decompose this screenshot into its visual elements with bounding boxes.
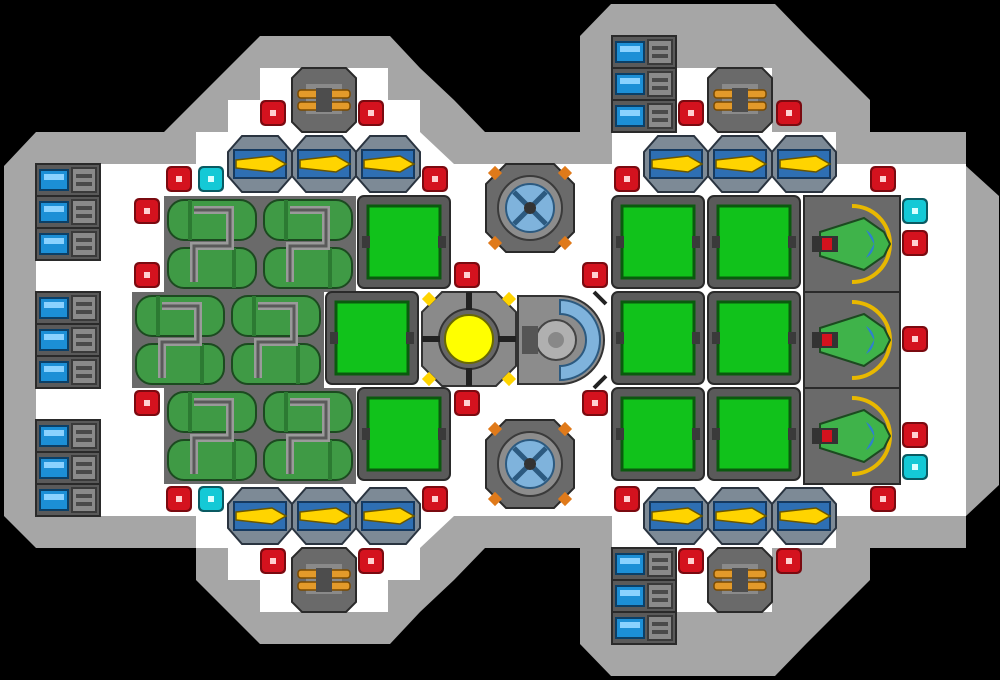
battery-rack-icon[interactable] [35, 323, 101, 357]
missile-launcher-icon[interactable] [771, 487, 837, 545]
red-connector-icon[interactable] [134, 198, 160, 224]
storage-block-icon[interactable] [610, 386, 706, 482]
red-connector-icon[interactable] [678, 100, 704, 126]
battery-rack-icon[interactable] [611, 35, 677, 69]
storage-block-icon[interactable] [356, 386, 452, 482]
red-connector-icon[interactable] [776, 548, 802, 574]
turret-icon[interactable] [291, 67, 357, 133]
red-connector-icon[interactable] [166, 486, 192, 512]
cyan-connector-icon[interactable] [198, 166, 224, 192]
storage-block-icon[interactable] [706, 194, 802, 290]
red-connector-icon[interactable] [902, 422, 928, 448]
battery-rack-icon[interactable] [35, 195, 101, 229]
missile-launcher-icon[interactable] [355, 487, 421, 545]
storage-block-icon[interactable] [706, 386, 802, 482]
missile-launcher-icon[interactable] [227, 487, 293, 545]
storage-block-icon[interactable] [610, 194, 706, 290]
red-connector-icon[interactable] [422, 486, 448, 512]
fuel-tank-icon[interactable] [164, 196, 260, 292]
turret-icon[interactable] [707, 547, 773, 613]
cyan-connector-icon[interactable] [902, 454, 928, 480]
red-connector-icon[interactable] [902, 326, 928, 352]
red-connector-icon[interactable] [358, 548, 384, 574]
battery-rack-icon[interactable] [35, 355, 101, 389]
red-connector-icon[interactable] [870, 486, 896, 512]
red-connector-icon[interactable] [454, 262, 480, 288]
turret-icon[interactable] [707, 67, 773, 133]
cockpit-icon[interactable] [517, 290, 608, 390]
red-connector-icon[interactable] [422, 166, 448, 192]
battery-rack-icon[interactable] [611, 611, 677, 645]
storage-block-icon[interactable] [610, 290, 706, 386]
missile-launcher-icon[interactable] [707, 487, 773, 545]
red-connector-icon[interactable] [260, 548, 286, 574]
cyan-connector-icon[interactable] [902, 198, 928, 224]
red-connector-icon[interactable] [582, 390, 608, 416]
red-connector-icon[interactable] [134, 390, 160, 416]
battery-rack-icon[interactable] [35, 419, 101, 453]
missile-launcher-icon[interactable] [291, 135, 357, 193]
storage-block-icon[interactable] [706, 290, 802, 386]
missile-launcher-icon[interactable] [643, 135, 709, 193]
plasma-cannon-icon[interactable] [802, 194, 902, 294]
missile-launcher-icon[interactable] [355, 135, 421, 193]
red-connector-icon[interactable] [614, 486, 640, 512]
cyan-connector-icon[interactable] [198, 486, 224, 512]
red-connector-icon[interactable] [902, 230, 928, 256]
battery-rack-icon[interactable] [35, 483, 101, 517]
missile-launcher-icon[interactable] [643, 487, 709, 545]
turret-icon[interactable] [291, 547, 357, 613]
plasma-cannon-icon[interactable] [802, 386, 902, 486]
battery-rack-icon[interactable] [35, 227, 101, 261]
red-connector-icon[interactable] [166, 166, 192, 192]
storage-block-icon[interactable] [324, 290, 420, 386]
battery-rack-icon[interactable] [611, 67, 677, 101]
fuel-tank-icon[interactable] [228, 292, 324, 388]
missile-launcher-icon[interactable] [707, 135, 773, 193]
reactor-icon[interactable] [421, 291, 517, 387]
fuel-tank-icon[interactable] [260, 388, 356, 484]
red-connector-icon[interactable] [870, 166, 896, 192]
battery-rack-icon[interactable] [611, 547, 677, 581]
missile-launcher-icon[interactable] [291, 487, 357, 545]
red-connector-icon[interactable] [614, 166, 640, 192]
gyro-icon[interactable] [486, 420, 574, 508]
battery-rack-icon[interactable] [35, 451, 101, 485]
red-connector-icon[interactable] [134, 262, 160, 288]
battery-rack-icon[interactable] [611, 99, 677, 133]
battery-rack-icon[interactable] [611, 579, 677, 613]
red-connector-icon[interactable] [678, 548, 704, 574]
gyro-icon[interactable] [486, 164, 574, 252]
red-connector-icon[interactable] [582, 262, 608, 288]
fuel-tank-icon[interactable] [132, 292, 228, 388]
red-connector-icon[interactable] [260, 100, 286, 126]
fuel-tank-icon[interactable] [260, 196, 356, 292]
plasma-cannon-icon[interactable] [802, 290, 902, 390]
storage-block-icon[interactable] [356, 194, 452, 290]
red-connector-icon[interactable] [776, 100, 802, 126]
fuel-tank-icon[interactable] [164, 388, 260, 484]
red-connector-icon[interactable] [454, 390, 480, 416]
missile-launcher-icon[interactable] [771, 135, 837, 193]
battery-rack-icon[interactable] [35, 163, 101, 197]
battery-rack-icon[interactable] [35, 291, 101, 325]
red-connector-icon[interactable] [358, 100, 384, 126]
missile-launcher-icon[interactable] [227, 135, 293, 193]
